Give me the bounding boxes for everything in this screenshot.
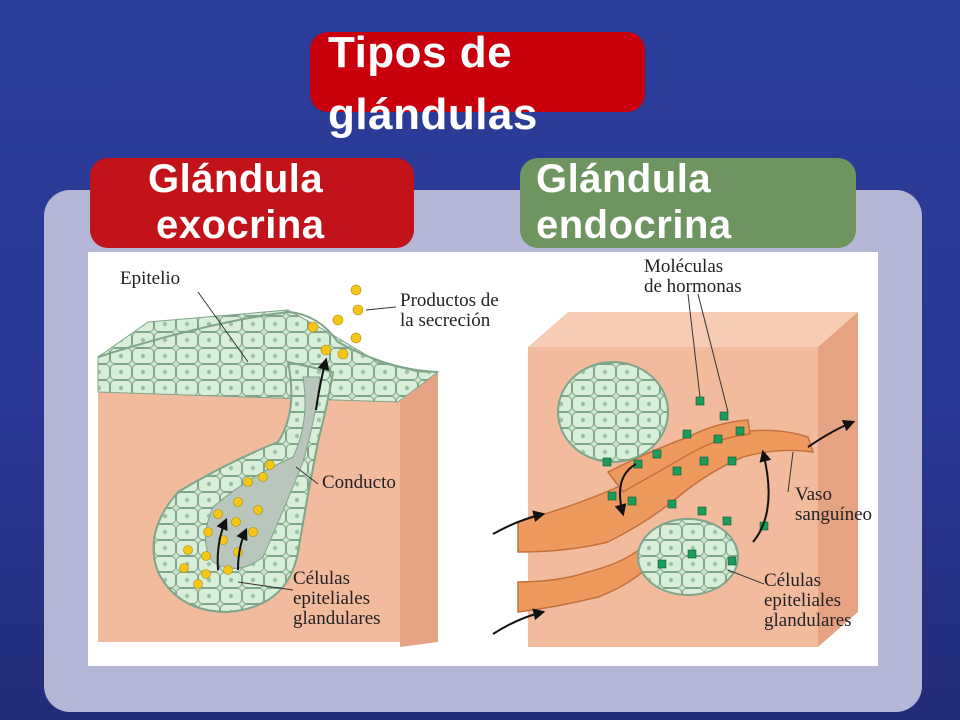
gland-illustration: Epitelio Productos de la secreción Condu… [88, 252, 878, 666]
exocrine-tissue-block [97, 284, 440, 647]
endocrine-flow-arrows [492, 419, 856, 635]
endocrine-leader-lines [687, 293, 794, 585]
label-conducto: Conducto [322, 472, 396, 493]
hormone-molecules [602, 396, 769, 569]
page-title: Tipos de glándulas [328, 22, 538, 146]
exocrine-heading-line-1: Glándula [148, 158, 324, 201]
label-productos-line-1: Productos de [400, 290, 499, 311]
exocrine-flow-arrows [216, 357, 330, 571]
exocrine-heading-banner: Glándula exocrina [90, 158, 414, 248]
label-exo-celulas-line-3: glandulares [293, 608, 381, 629]
endocrine-heading-line-1: Glándula [536, 158, 712, 201]
title-line-2: glándulas [328, 90, 538, 139]
exocrine-heading-line-2: exocrina [156, 203, 325, 247]
endocrine-tissue-block [492, 293, 858, 647]
gland-diagram-svg: Epitelio Productos de la secreción Condu… [97, 256, 872, 647]
label-productos-line-2: la secreción [400, 310, 491, 331]
label-exo-celulas-line-2: epiteliales [293, 588, 370, 609]
label-endo-celulas-line-2: epiteliales [764, 590, 841, 611]
label-endo-celulas-line-1: Células [764, 570, 821, 591]
title-line-1: Tipos de [328, 28, 513, 77]
label-vaso-line-1: Vaso [795, 484, 832, 505]
label-moleculas-line-2: de hormonas [644, 276, 742, 297]
secretion-droplets [179, 284, 364, 589]
label-moleculas-line-1: Moléculas [644, 256, 723, 277]
endocrine-heading-banner: Glándula endocrina [520, 158, 856, 248]
label-vaso-line-2: sanguíneo [795, 504, 872, 525]
endocrine-heading-line-2: endocrina [536, 203, 732, 247]
label-exo-celulas-line-1: Células [293, 568, 350, 589]
exocrine-leader-lines [197, 291, 397, 591]
label-endo-celulas-line-3: glandulares [764, 610, 852, 631]
label-epitelio: Epitelio [120, 268, 180, 289]
title-banner: Tipos de glándulas [310, 28, 645, 139]
